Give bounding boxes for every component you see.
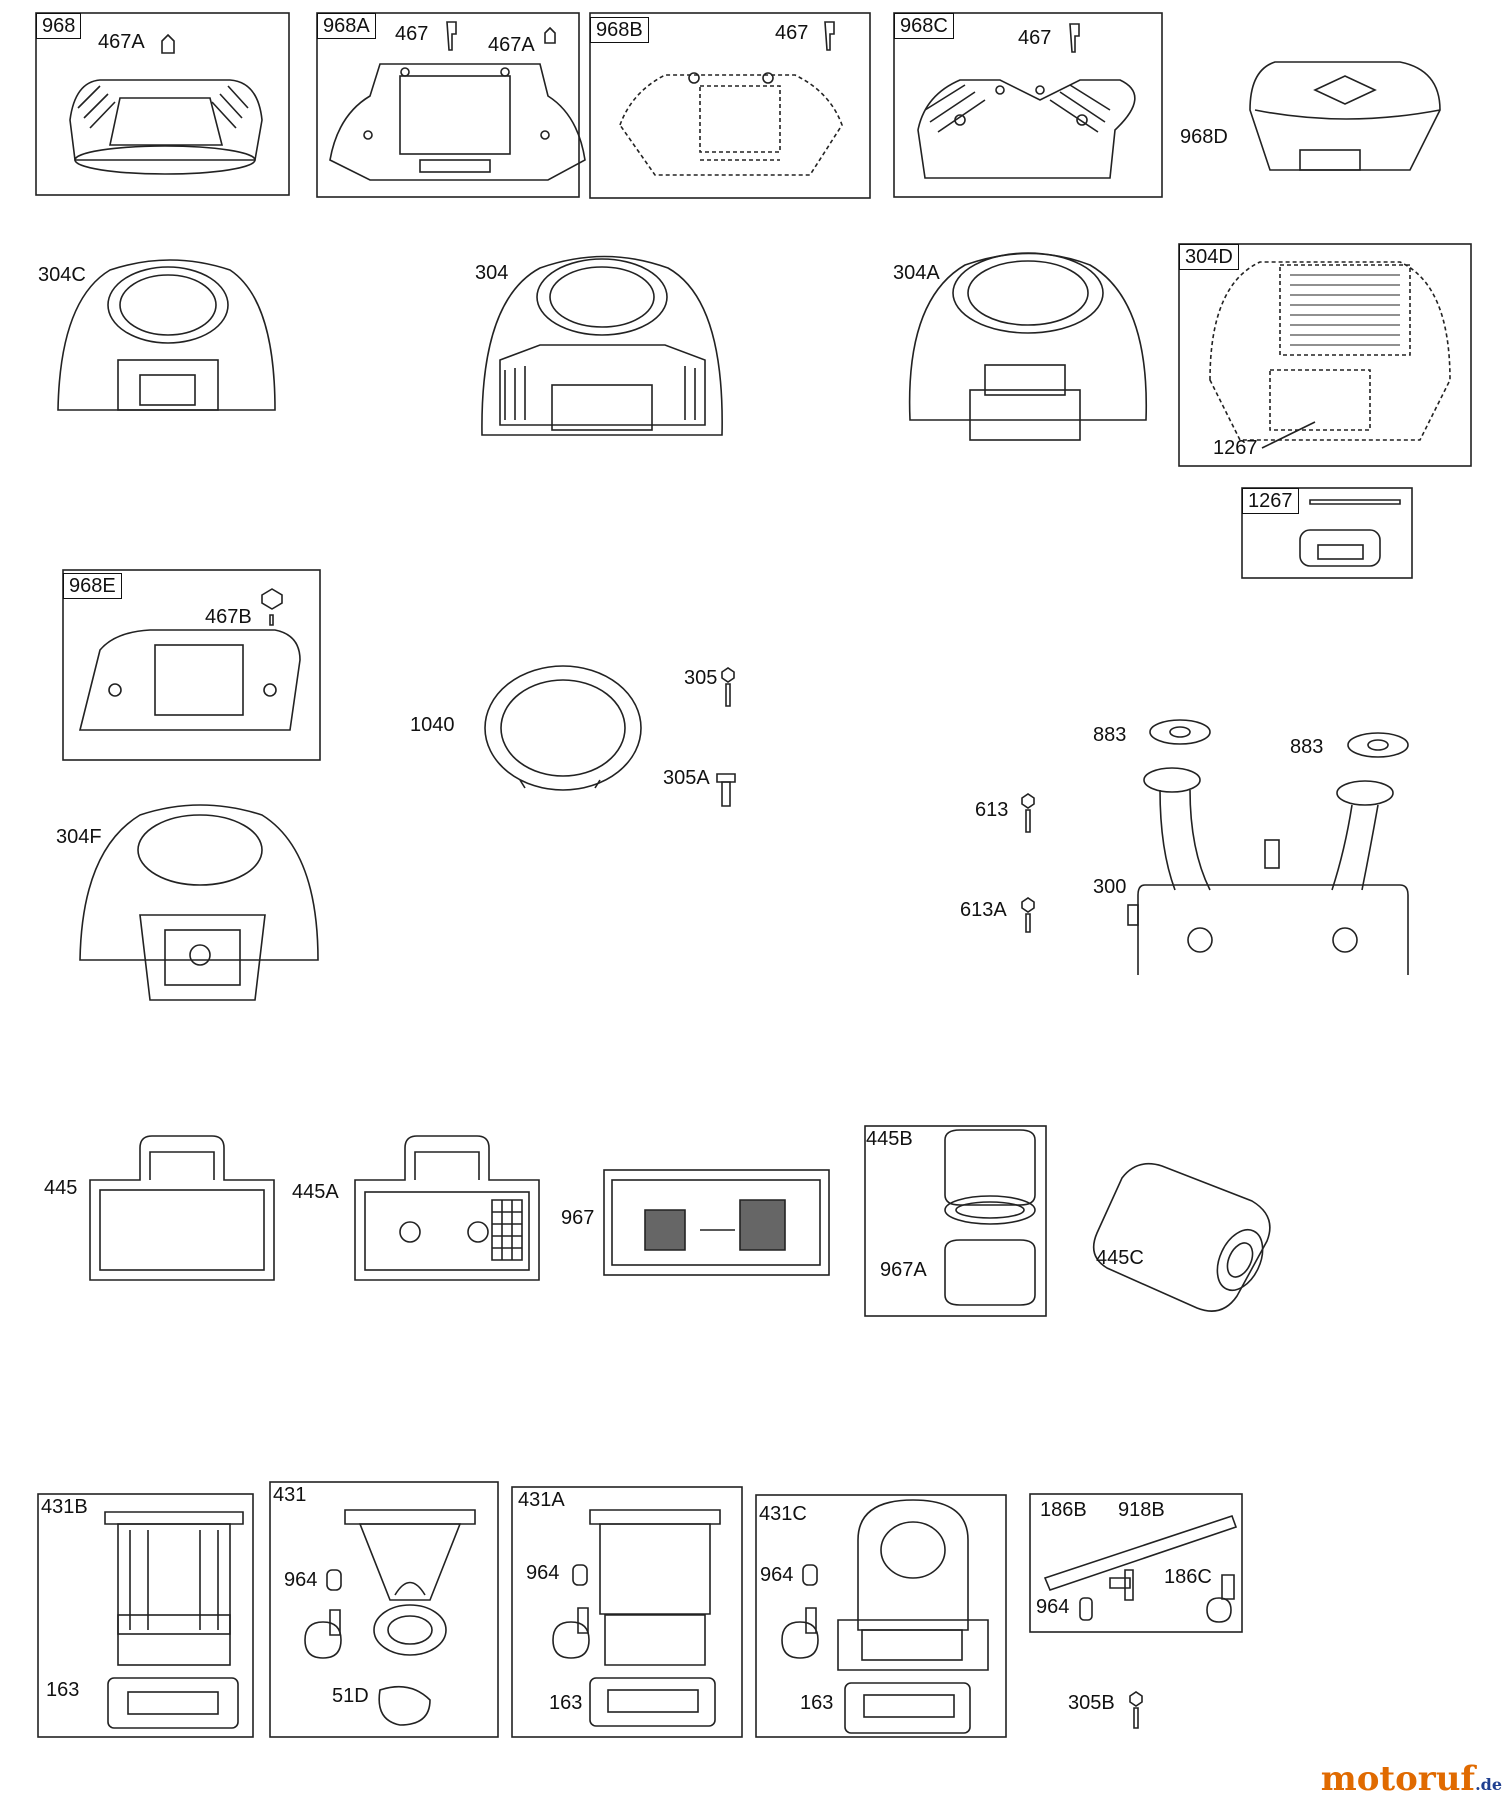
part-label-467A: 467A [98, 31, 145, 53]
air-filter-445 [89, 1135, 275, 1281]
part-label-445C: 445C [1096, 1247, 1144, 1269]
part-label-968A: 968A [317, 13, 376, 39]
part-label-1040: 1040 [410, 714, 455, 736]
blower-housing-304C [57, 259, 276, 411]
bolts-613 [1021, 793, 1035, 933]
part-label-613A: 613A [960, 899, 1007, 921]
frames [35, 12, 1472, 1738]
blower-cover-968E [78, 588, 301, 731]
muffler-300 [1127, 767, 1409, 975]
part-label-918B: 918B [1118, 1499, 1165, 1521]
part-label-305: 305 [684, 667, 718, 689]
screws-305 [716, 667, 1143, 1729]
part-label-163: 163 [46, 1679, 80, 1701]
air-filter-445A [354, 1135, 540, 1281]
part-label-300: 300 [1093, 876, 1127, 898]
blower-cover-968D [1249, 61, 1441, 171]
blower-housing-304A [908, 252, 1148, 441]
watermark-logo: motoruf.de [1321, 1762, 1502, 1796]
air-filter-445B [944, 1129, 1036, 1306]
part-label-51D: 51D [332, 1685, 369, 1707]
part-label-305B: 305B [1068, 1692, 1115, 1714]
gaskets-883 [1149, 719, 1409, 758]
part-label-964: 964 [760, 1564, 794, 1586]
part-label-163: 163 [800, 1692, 834, 1714]
blower-housing-304 [481, 255, 723, 436]
blower-housing-304D [1209, 261, 1451, 441]
part-label-304F: 304F [56, 826, 102, 848]
part-label-445A: 445A [292, 1181, 339, 1203]
part-label-304D: 304D [1179, 244, 1239, 270]
part-label-1267: 1267 [1213, 437, 1258, 459]
part-label-445: 445 [44, 1177, 78, 1199]
part-label-304: 304 [475, 262, 509, 284]
part-label-304A: 304A [893, 262, 940, 284]
part-label-1267: 1267 [1242, 488, 1299, 514]
air-filter-445C [1092, 1162, 1271, 1312]
watermark-tld: .de [1475, 1775, 1502, 1794]
part-label-968: 968 [36, 13, 82, 39]
part-label-467A: 467A [488, 34, 535, 56]
part-label-467B: 467B [205, 606, 252, 628]
part-label-967: 967 [561, 1207, 595, 1229]
hose-fittings-186 [1043, 1514, 1238, 1623]
part-label-967A: 967A [880, 1259, 927, 1281]
part-label-186C: 186C [1164, 1566, 1212, 1588]
part-label-613: 613 [975, 799, 1009, 821]
part-label-968C: 968C [894, 13, 954, 39]
part-label-431: 431 [273, 1484, 307, 1506]
part-label-467: 467 [775, 22, 809, 44]
part-label-883: 883 [1093, 724, 1127, 746]
blower-cover-968A [329, 21, 586, 181]
part-label-968B: 968B [590, 17, 649, 43]
part-label-431C: 431C [759, 1503, 807, 1525]
part-label-964: 964 [1036, 1596, 1070, 1618]
blower-cover-968C [917, 23, 1136, 179]
part-label-431A: 431A [518, 1489, 565, 1511]
blower-cover-968B [619, 74, 843, 176]
part-label-304C: 304C [38, 264, 86, 286]
elbow-431C [781, 1499, 989, 1734]
elbow-431A [552, 1509, 721, 1727]
elbow-431B [104, 1511, 244, 1729]
part-label-431B: 431B [41, 1496, 88, 1518]
part-label-964: 964 [526, 1562, 560, 1584]
ring-1040 [484, 665, 642, 791]
part-label-883: 883 [1290, 736, 1324, 758]
pre-filter-967 [603, 1169, 830, 1276]
blower-housing-304F [79, 804, 319, 1001]
part-label-445B: 445B [866, 1128, 913, 1150]
part-label-467: 467 [395, 23, 429, 45]
part-label-305A: 305A [663, 767, 710, 789]
part-label-186B: 186B [1040, 1499, 1087, 1521]
elbow-431 [304, 1509, 476, 1726]
part-label-467: 467 [1018, 27, 1052, 49]
part-label-968D: 968D [1180, 126, 1228, 148]
watermark-brand: motoruf [1320, 1759, 1476, 1799]
part-label-964: 964 [284, 1569, 318, 1591]
bracket-1267 [1299, 499, 1401, 567]
blower-cover-968 [69, 33, 263, 175]
blower-housing-304D-grille [1290, 274, 1400, 346]
part-label-163: 163 [549, 1692, 583, 1714]
part-label-968E: 968E [63, 573, 122, 599]
